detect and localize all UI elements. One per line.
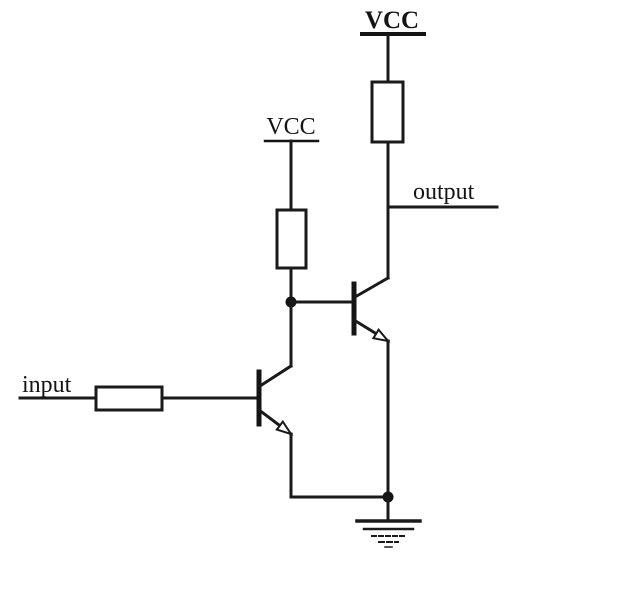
vcc-top-label: VCC <box>365 7 419 34</box>
output-label: output <box>413 179 475 205</box>
input-label: input <box>22 372 72 398</box>
transistor-collector <box>257 363 294 389</box>
resistor-body <box>94 385 164 412</box>
resistor-body <box>275 208 308 270</box>
ground-symbol <box>355 495 422 548</box>
input-series-resistor <box>94 385 164 412</box>
vcc-left-supply: VCC <box>263 114 320 212</box>
emitter-arrow-icon <box>371 327 391 343</box>
transistor-q1-input <box>256 363 294 437</box>
vcc-left-label: VCC <box>266 114 315 140</box>
output-pullup-resistor <box>370 80 405 144</box>
vcc-top-supply: VCC <box>360 7 426 84</box>
output-terminal: output <box>386 179 499 209</box>
input-terminal: input <box>18 372 98 400</box>
transistor-q2-output <box>351 275 391 344</box>
resistor-body <box>370 80 405 144</box>
transistor-collector <box>352 275 391 300</box>
emitter-arrow-icon <box>275 419 294 436</box>
left-collector-resistor <box>275 208 308 270</box>
